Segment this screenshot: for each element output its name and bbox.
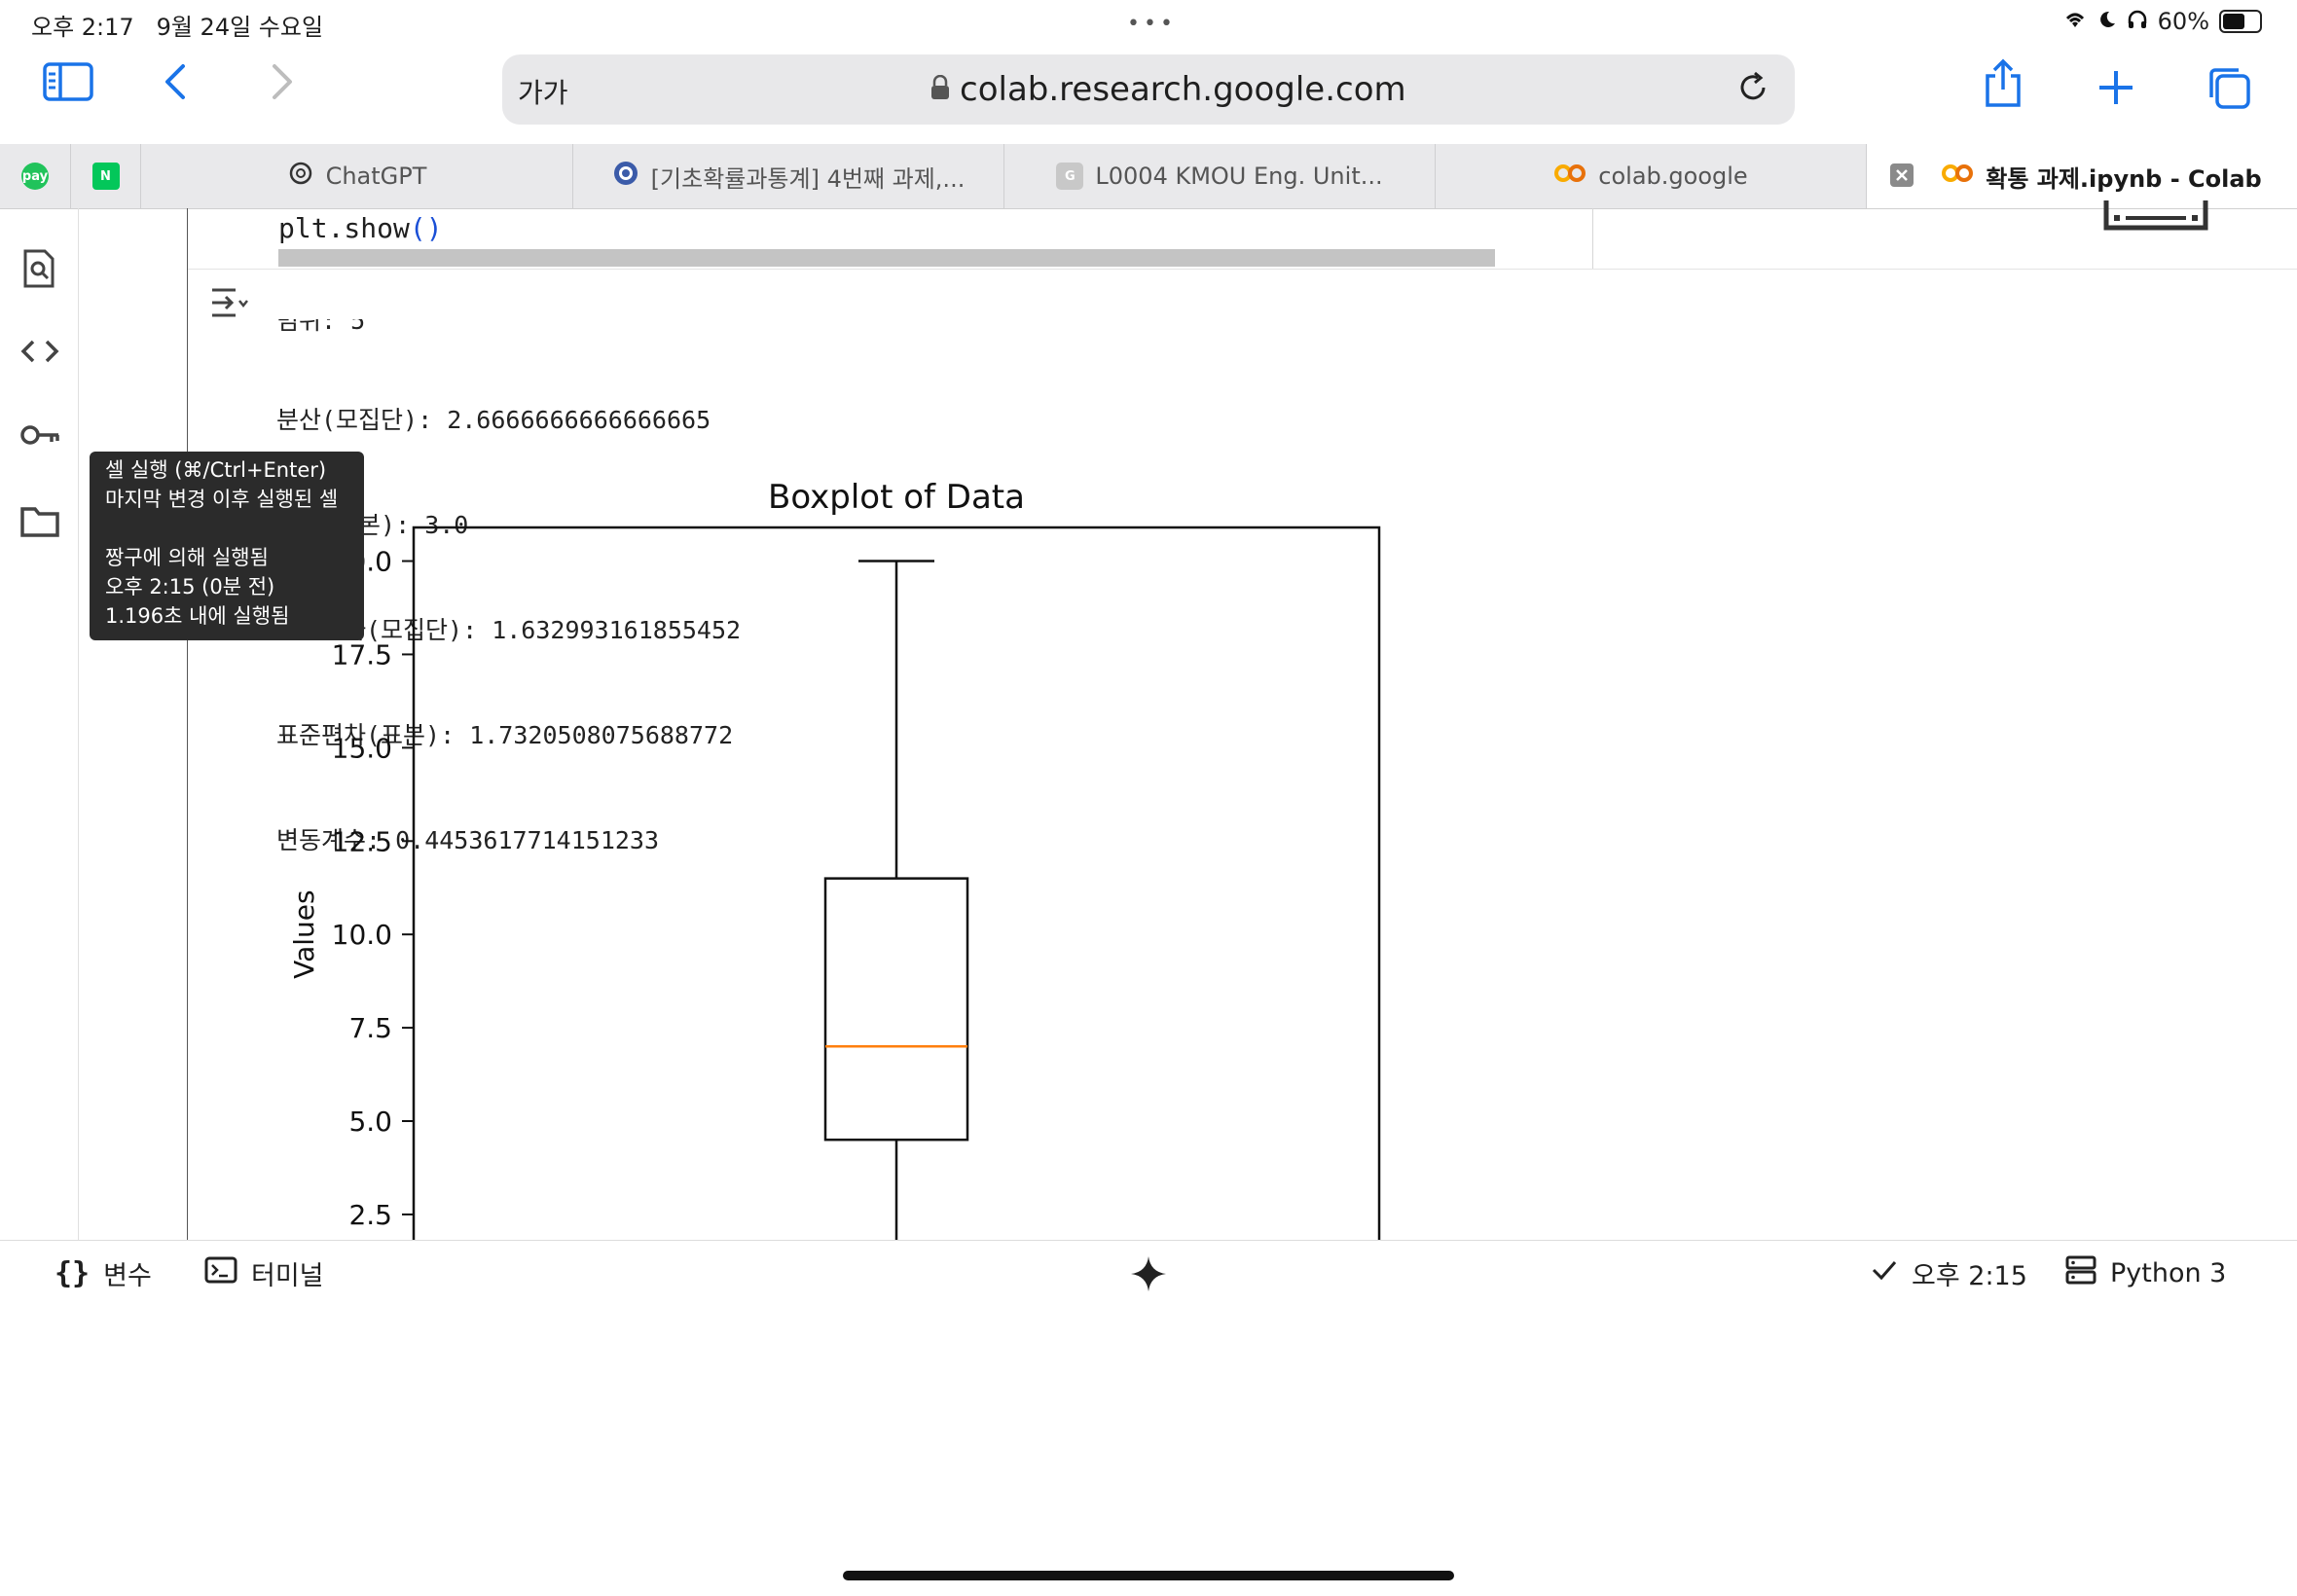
y-tick-label: 17.5: [332, 638, 392, 671]
code-horizontal-scrollbar[interactable]: [278, 249, 1495, 267]
openai-icon: [287, 160, 314, 193]
checkmark-icon: [1871, 1258, 1898, 1288]
cell-separator: [188, 269, 2297, 270]
moon-icon: [2097, 8, 2117, 35]
run-cell-tooltip: 셀 실행 (⌘/Ctrl+Enter) 마지막 변경 이후 실행된 셀 짱구에 …: [90, 452, 364, 640]
output-line: 범위: 5: [276, 319, 741, 333]
reload-icon[interactable]: [1734, 68, 1773, 111]
text-size-button[interactable]: 가가: [518, 77, 568, 109]
tooltip-line: 마지막 변경 이후 실행된 셀: [105, 488, 339, 511]
status-indicators: 60%: [2062, 8, 2262, 35]
tab-colab-google[interactable]: colab.google: [1435, 144, 1866, 208]
last-run-status[interactable]: 오후 2:15: [1871, 1254, 2027, 1292]
code-parens: (): [409, 212, 443, 244]
runtime-label: Python 3: [2110, 1258, 2227, 1288]
lock-icon: [930, 70, 950, 109]
gemini-sparkle-icon[interactable]: [1129, 1254, 1168, 1300]
tab-label: ChatGPT: [325, 163, 427, 190]
tabs-overview-icon[interactable]: [2206, 64, 2252, 115]
forward-arrow-icon[interactable]: [267, 60, 296, 109]
wifi-icon: [2062, 8, 2088, 35]
tooltip-line: 오후 2:15 (0분 전): [105, 575, 275, 598]
tab-course-assignment[interactable]: [기초확률과통계] 4번째 과제,...: [572, 144, 1003, 208]
url-display[interactable]: colab.research.google.com: [930, 70, 1406, 109]
tooltip-line: 셀 실행 (⌘/Ctrl+Enter): [105, 458, 327, 482]
code-line[interactable]: plt.show(): [278, 212, 443, 244]
tab-label: [기초확률과통계] 4번째 과제,...: [650, 164, 966, 193]
y-tick-label: 15.0: [332, 732, 392, 764]
terminal-button[interactable]: 터미널: [204, 1254, 324, 1292]
terminal-icon: [204, 1256, 237, 1290]
folder-icon[interactable]: [19, 504, 60, 543]
multitask-dots[interactable]: •••: [1127, 12, 1177, 36]
naver-icon: N: [91, 163, 120, 190]
keyboard-icon[interactable]: [2102, 200, 2209, 243]
runtime-button[interactable]: Python 3: [2065, 1254, 2226, 1292]
y-tick-label: 10.0: [332, 919, 392, 951]
tab-label: 확통 과제.ipynb - Colab: [1986, 164, 2262, 193]
server-icon: [2065, 1254, 2096, 1292]
braces-icon: {}: [55, 1256, 91, 1290]
code-text: plt.show: [278, 212, 410, 244]
address-bar[interactable]: 가가 colab.research.google.com: [502, 54, 1795, 125]
find-document-icon[interactable]: [19, 247, 58, 294]
variables-button[interactable]: {} 변수: [55, 1254, 152, 1292]
tab-label: L0004 KMOU Eng. Unit...: [1095, 163, 1383, 190]
home-indicator[interactable]: [843, 1571, 1454, 1580]
new-tab-plus-icon[interactable]: [2096, 68, 2135, 111]
share-icon[interactable]: [1982, 58, 2024, 113]
status-time-date: 오후 2:17 9월 24일 수요일: [31, 14, 324, 41]
key-secrets-icon[interactable]: [19, 420, 62, 453]
terminal-label: 터미널: [251, 1261, 324, 1291]
tooltip-line: 1.196초 내에 실행됨: [105, 604, 290, 628]
colab-icon: [1553, 163, 1586, 190]
url-text: colab.research.google.com: [960, 70, 1406, 109]
tab-chatgpt[interactable]: ChatGPT: [140, 144, 572, 208]
last-run-time: 오후 2:15: [1912, 1261, 2027, 1291]
iqr-box: [823, 877, 969, 1142]
plot-area-frame: [412, 526, 1381, 1240]
university-icon: [612, 160, 639, 193]
code-snippets-icon[interactable]: [19, 337, 60, 370]
battery-icon: [2219, 10, 2262, 33]
y-tick-label: 12.5: [332, 825, 392, 857]
cell-output: 범위: 5 분산(모집단): 2.6666666666666665 분산(표본)…: [276, 249, 741, 893]
sidebar-toggle-icon[interactable]: [43, 60, 95, 109]
colab-status-bar: {} 변수 터미널 오후 2:15 Python 3: [0, 1240, 2297, 1309]
colab-icon: [1941, 163, 1974, 190]
colab-left-rail: [0, 208, 79, 1240]
tab-active-notebook[interactable]: 확통 과제.ipynb - Colab: [1866, 144, 2297, 208]
y-tick-label: 2.5: [348, 1199, 392, 1231]
y-tick-label: 5.0: [348, 1106, 392, 1138]
tab-kmou-eng[interactable]: G L0004 KMOU Eng. Unit...: [1003, 144, 1435, 208]
pinned-tab-pay[interactable]: pay: [0, 144, 70, 208]
output-line: 표준편차(표본): 1.7320508075688772: [276, 721, 734, 749]
tab-bar: pay N ChatGPT [기초확률과통계] 4번째 과제,... G L00…: [0, 144, 2297, 209]
variables-label: 변수: [103, 1261, 152, 1291]
y-axis-label: Values: [288, 889, 320, 978]
g-icon: G: [1056, 163, 1084, 190]
pinned-tab-naver[interactable]: N: [70, 144, 140, 208]
back-arrow-icon[interactable]: [162, 60, 191, 109]
cell-gutter-line: [187, 208, 188, 1240]
tooltip-line: 짱구에 의해 실행됨: [105, 546, 269, 569]
pay-icon: pay: [21, 163, 49, 190]
y-tick-label: 7.5: [348, 1012, 392, 1044]
battery-percent: 60%: [2157, 8, 2209, 35]
status-bar: 오후 2:17 9월 24일 수요일 ••• 60%: [0, 0, 2297, 47]
output-line: 분산(모집단): 2.6666666666666665: [276, 406, 711, 434]
output-actions-icon[interactable]: [208, 284, 251, 327]
tab-label: colab.google: [1598, 163, 1748, 190]
close-tab-icon[interactable]: [1890, 163, 1914, 193]
chart-title: Boxplot of Data: [768, 478, 1025, 517]
cell-divider: [1592, 208, 1593, 269]
headphones-icon: [2127, 8, 2148, 35]
output-line: 변동계수: 0.4453617714151233: [276, 826, 660, 854]
